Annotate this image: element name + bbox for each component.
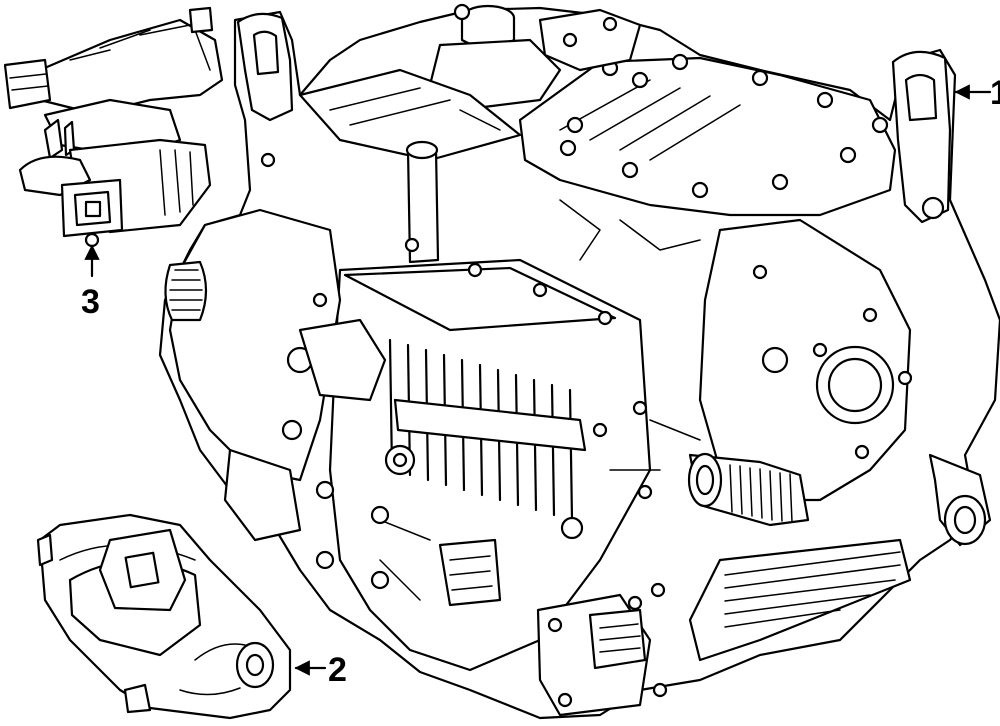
oil-pan <box>688 538 912 662</box>
motor-mount <box>36 513 292 720</box>
gear-housing <box>698 218 912 502</box>
callout-3: 3 <box>81 244 100 321</box>
callout-1: 1 <box>954 74 1000 112</box>
drive-unit-assembly <box>158 3 1000 720</box>
output-shaft <box>687 452 810 527</box>
housing-bolts <box>260 32 653 500</box>
callout-label-3: 3 <box>81 283 100 321</box>
wiring-harness <box>3 6 224 248</box>
callout-label-2: 2 <box>328 651 347 689</box>
inverter-module <box>328 258 652 672</box>
callout-label-1: 1 <box>990 74 1000 112</box>
top-housing-cover <box>518 56 897 217</box>
harness-connector-a <box>3 58 52 110</box>
callout-2: 2 <box>294 651 347 689</box>
top-cap-assembly <box>298 3 642 162</box>
